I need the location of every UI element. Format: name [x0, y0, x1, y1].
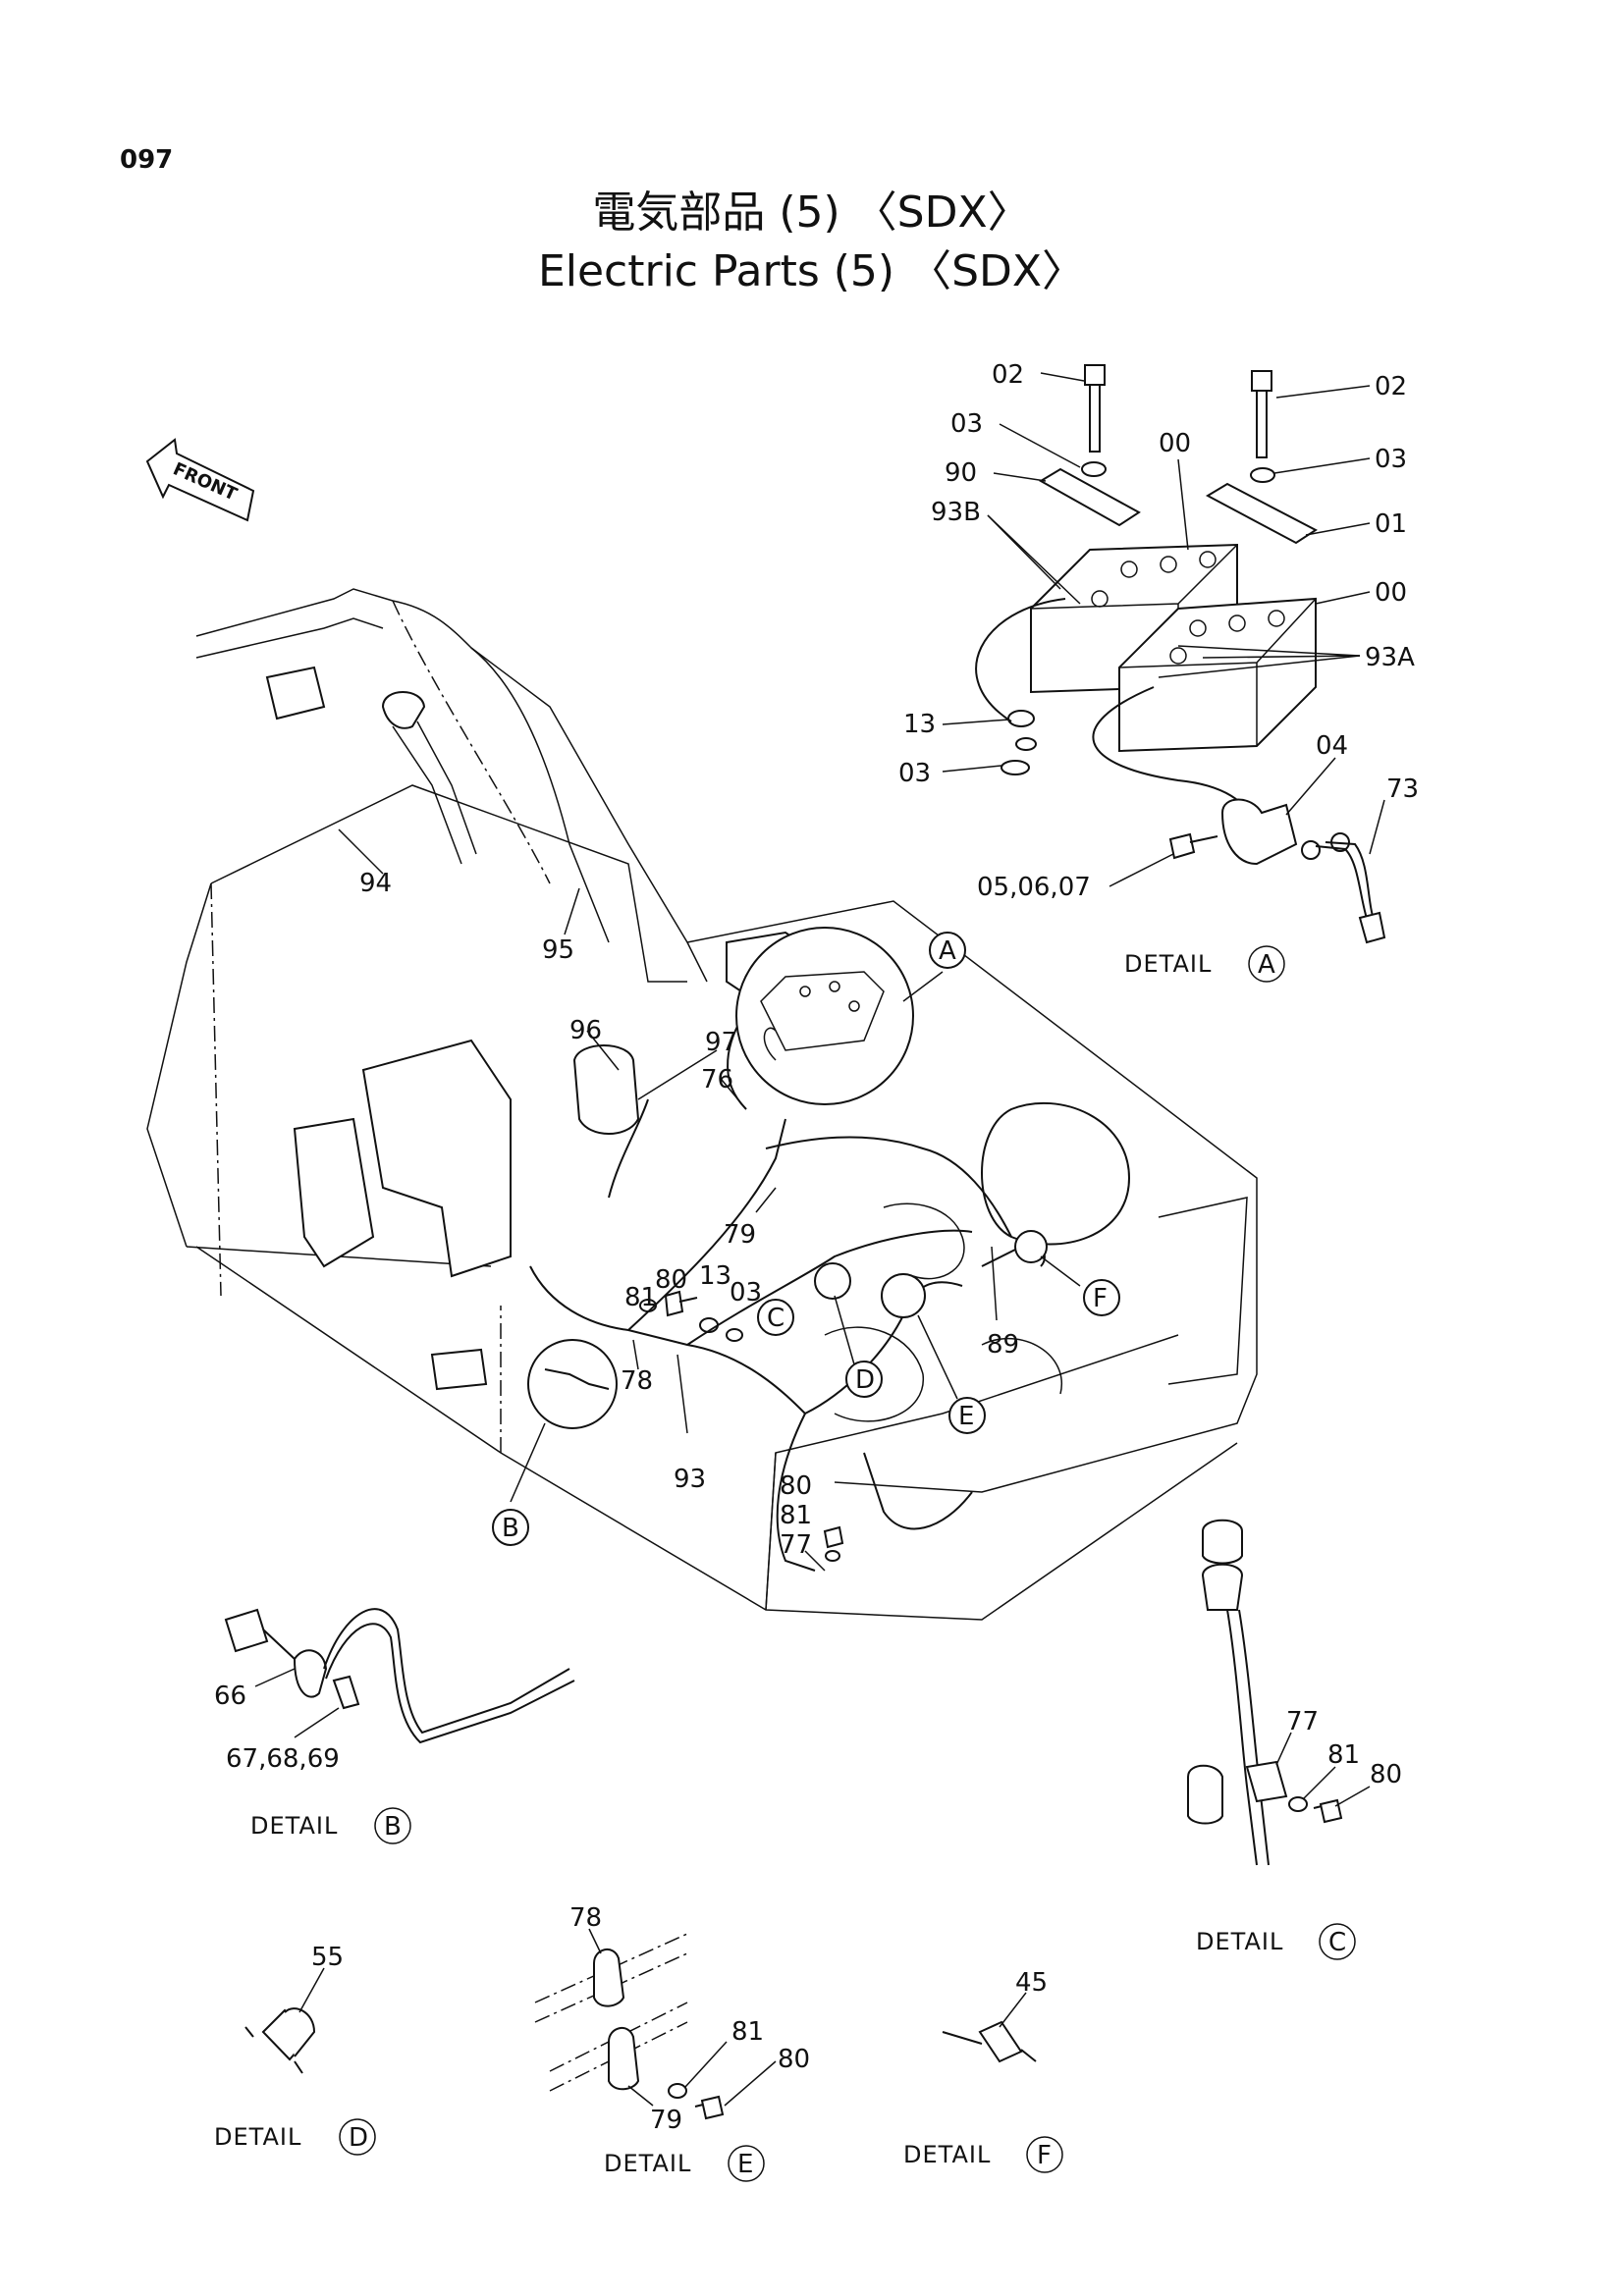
front-arrow-icon: FRONT — [145, 438, 255, 522]
detail-b-letter: B — [384, 1812, 402, 1842]
label-03-right: 03 — [1375, 445, 1407, 474]
label-80-c: 80 — [1370, 1760, 1402, 1789]
detail-e-caption: DETAIL — [604, 2150, 691, 2177]
callout-e-letter: E — [958, 1402, 974, 1431]
label-80: 80 — [655, 1265, 687, 1295]
label-95: 95 — [542, 935, 574, 965]
label-80-e: 80 — [778, 2045, 810, 2074]
label-93: 93 — [674, 1465, 706, 1494]
machine-body — [146, 588, 1258, 1621]
detail-f-letter: F — [1037, 2141, 1052, 2170]
label-81b: 81 — [780, 1501, 812, 1530]
label-55: 55 — [311, 1943, 344, 1972]
label-79: 79 — [724, 1220, 756, 1250]
detail-b-caption: DETAIL — [250, 1812, 338, 1840]
detail-b-sensor — [224, 1608, 575, 1744]
detail-e-letter: E — [737, 2150, 753, 2179]
detail-c-caption: DETAIL — [1196, 1928, 1283, 1955]
label-73: 73 — [1386, 774, 1419, 804]
label-13: 13 — [699, 1261, 731, 1291]
label-90: 90 — [945, 458, 977, 488]
page-title-english: Electric Parts (5) 〈SDX〉 — [537, 246, 1086, 296]
label-78-e: 78 — [569, 1903, 602, 1933]
detail-a-battery-assembly — [975, 364, 1386, 944]
label-05-06-07: 05,06,07 — [977, 873, 1091, 902]
callout-a-letter: A — [939, 936, 956, 966]
wiring-harness — [529, 1010, 1046, 1572]
detail-d-switch — [244, 1967, 325, 2074]
callout-b-letter: B — [502, 1514, 519, 1543]
detail-a-leader-lines — [942, 372, 1385, 887]
label-02-left: 02 — [992, 360, 1024, 390]
label-03-left: 03 — [950, 409, 983, 439]
detail-d-letter: D — [349, 2123, 368, 2153]
label-79-e: 79 — [650, 2106, 682, 2135]
label-02-right: 02 — [1375, 372, 1407, 401]
label-67-68-69: 67,68,69 — [226, 1744, 340, 1774]
label-96: 96 — [569, 1016, 602, 1045]
label-77: 77 — [780, 1530, 812, 1560]
detail-d-caption: DETAIL — [214, 2123, 301, 2151]
label-80b: 80 — [780, 1471, 812, 1501]
label-81-e: 81 — [731, 2017, 764, 2047]
label-03: 03 — [730, 1278, 762, 1308]
detail-c-letter: C — [1328, 1928, 1346, 1957]
label-66: 66 — [214, 1682, 246, 1711]
label-78: 78 — [621, 1366, 653, 1396]
detail-f-caption: DETAIL — [903, 2141, 991, 2168]
label-04: 04 — [1316, 731, 1348, 761]
detail-c-connector — [1187, 1519, 1371, 1866]
label-13-a: 13 — [903, 710, 936, 739]
label-81-c: 81 — [1327, 1740, 1360, 1770]
detail-a-caption: DETAIL — [1124, 950, 1212, 978]
front-arrow-label: FRONT — [170, 458, 241, 505]
label-93B: 93B — [931, 498, 981, 527]
label-45: 45 — [1015, 1968, 1048, 1998]
detail-f-sensor — [942, 1992, 1037, 2063]
label-01: 01 — [1375, 509, 1407, 539]
detail-a-letter: A — [1258, 950, 1275, 980]
label-81: 81 — [624, 1283, 657, 1312]
label-77-c: 77 — [1286, 1707, 1319, 1736]
detail-e-clamp — [534, 1928, 777, 2120]
label-00-right: 00 — [1375, 578, 1407, 608]
label-97: 97 — [705, 1028, 737, 1057]
callout-magnifiers — [527, 927, 1048, 1429]
label-94: 94 — [359, 869, 392, 898]
label-03-bottom: 03 — [898, 759, 931, 788]
callout-f-letter: F — [1093, 1284, 1108, 1313]
main-fasteners — [639, 1290, 844, 1562]
main-leader-lines — [338, 828, 1081, 1572]
label-93A: 93A — [1365, 643, 1415, 672]
callout-d-letter: D — [855, 1365, 875, 1395]
label-76: 76 — [701, 1065, 733, 1095]
callout-c-letter: C — [767, 1304, 784, 1333]
label-00-top: 00 — [1159, 429, 1191, 458]
label-89: 89 — [987, 1330, 1019, 1360]
page-number: 097 — [120, 145, 174, 175]
page-title-japanese: 電気部品 (5) 〈SDX〉 — [592, 187, 1031, 238]
